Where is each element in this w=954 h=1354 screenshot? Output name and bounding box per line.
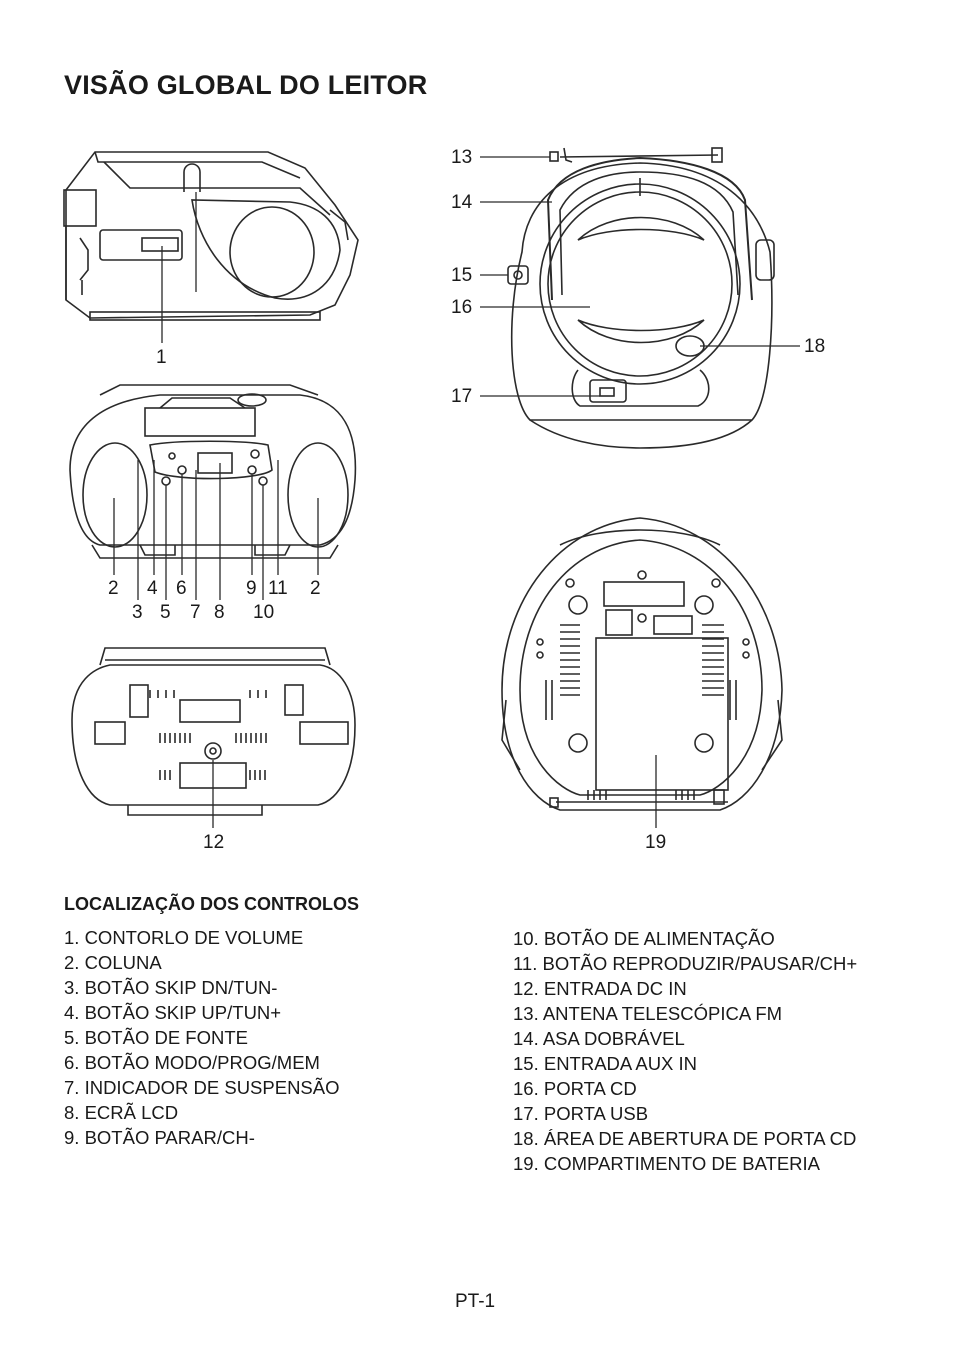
list-item: 16. PORTA CD bbox=[513, 1078, 637, 1099]
list-item: 10. BOTÃO DE ALIMENTAÇÃO bbox=[513, 928, 775, 949]
callout-18: 18 bbox=[804, 336, 825, 357]
controls-list-left: 1. CONTORLO DE VOLUME 2. COLUNA 3. BOTÃO… bbox=[64, 925, 340, 1150]
callout-15: 15 bbox=[451, 265, 472, 286]
list-item: 13. ANTENA TELESCÓPICA FM bbox=[513, 1003, 783, 1024]
callout-9: 9 bbox=[246, 578, 257, 599]
controls-heading: LOCALIZAÇÃO DOS CONTROLOS bbox=[64, 894, 359, 914]
list-item: 2. COLUNA bbox=[64, 952, 162, 973]
callout-12: 12 bbox=[203, 832, 224, 853]
list-item: 9. BOTÃO PARAR/CH- bbox=[64, 1127, 255, 1148]
side-view-illustration bbox=[63, 151, 359, 321]
list-item: 18. ÁREA DE ABERTURA DE PORTA CD bbox=[513, 1128, 857, 1149]
list-item: 17. PORTA USB bbox=[513, 1103, 649, 1124]
callout-8: 8 bbox=[214, 602, 225, 623]
list-item: 5. BOTÃO DE FONTE bbox=[64, 1027, 248, 1048]
callout-3: 3 bbox=[132, 602, 143, 623]
callout-4: 4 bbox=[147, 578, 158, 599]
bottom-view-illustration bbox=[501, 517, 783, 811]
callout-19: 19 bbox=[645, 832, 666, 853]
list-item: 19. COMPARTIMENTO DE BATERIA bbox=[513, 1153, 821, 1174]
page-title: VISÃO GLOBAL DO LEITOR bbox=[64, 70, 428, 100]
callout-1: 1 bbox=[156, 347, 167, 368]
callout-11: 11 bbox=[268, 578, 288, 599]
list-item: 3. BOTÃO SKIP DN/TUN- bbox=[64, 977, 278, 998]
list-item: 7. INDICADOR DE SUSPENSÃO bbox=[64, 1077, 340, 1098]
list-item: 4. BOTÃO SKIP UP/TUN+ bbox=[64, 1002, 282, 1023]
controls-list-right: 10. BOTÃO DE ALIMENTAÇÃO 11. BOTÃO REPRO… bbox=[513, 926, 857, 1176]
callout-13: 13 bbox=[451, 147, 472, 168]
callout-leader-lines bbox=[113, 156, 800, 828]
player-overview-diagram: 1 2 4 6 9 11 2 3 5 7 8 10 12 13 14 15 16… bbox=[63, 147, 825, 853]
callout-2-right: 2 bbox=[310, 578, 321, 599]
list-item: 15. ENTRADA AUX IN bbox=[513, 1053, 698, 1074]
list-item: 14. ASA DOBRÁVEL bbox=[513, 1028, 685, 1049]
callout-14: 14 bbox=[451, 192, 473, 213]
front-view-illustration bbox=[69, 384, 357, 559]
list-item: 12. ENTRADA DC IN bbox=[513, 978, 687, 999]
page-number: PT-1 bbox=[455, 1291, 496, 1312]
callout-16: 16 bbox=[451, 297, 472, 318]
callout-5: 5 bbox=[160, 602, 171, 623]
top-view-illustration bbox=[507, 147, 775, 449]
callout-2-left: 2 bbox=[108, 578, 119, 599]
callout-10: 10 bbox=[253, 602, 274, 623]
list-item: 1. CONTORLO DE VOLUME bbox=[64, 927, 304, 948]
callout-numbers: 1 2 4 6 9 11 2 3 5 7 8 10 12 13 14 15 16… bbox=[108, 147, 825, 853]
list-item: 8. ECRÃ LCD bbox=[64, 1102, 179, 1123]
callout-17: 17 bbox=[451, 386, 472, 407]
callout-6: 6 bbox=[176, 578, 187, 599]
list-item: 6. BOTÃO MODO/PROG/MEM bbox=[64, 1052, 320, 1073]
list-item: 11. BOTÃO REPRODUZIR/PAUSAR/CH+ bbox=[513, 953, 858, 974]
callout-7: 7 bbox=[190, 602, 201, 623]
